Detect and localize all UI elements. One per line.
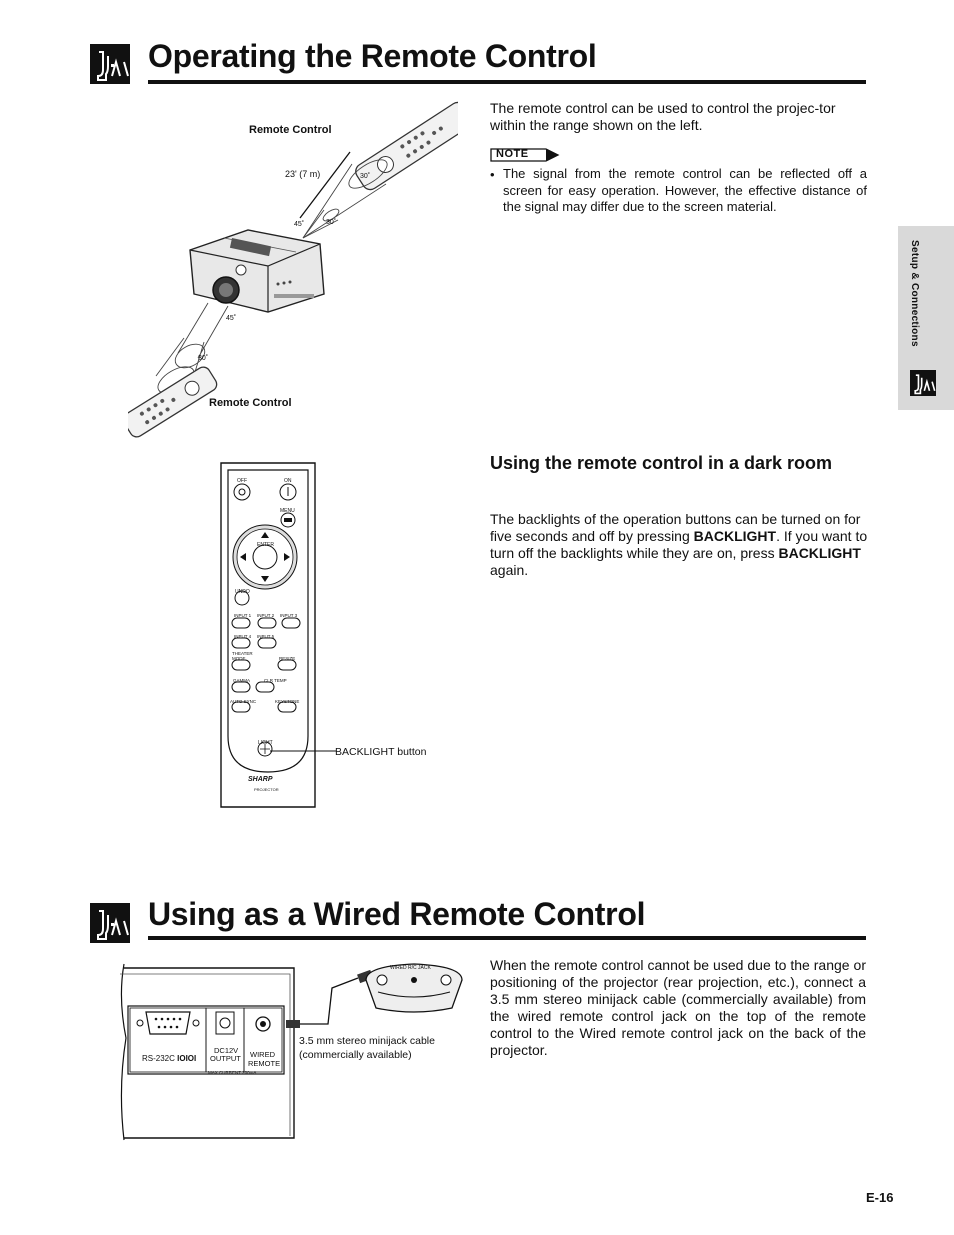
input-5-button[interactable] — [257, 637, 277, 649]
dark-room-heading: Using the remote control in a dark room — [490, 453, 833, 473]
panel-label-wired: WIRED — [250, 1050, 275, 1059]
angle-label: 30˚ — [198, 355, 209, 362]
backlight-keyword: BACKLIGHT — [778, 545, 861, 561]
rs232c-port[interactable] — [145, 1011, 191, 1035]
input-1-button[interactable] — [231, 617, 251, 629]
dark-room-text: The backlights of the operation buttons … — [490, 511, 868, 579]
backlight-callout-line — [270, 750, 336, 752]
panel-label-max-current: MAX.CURRENT 200mA — [208, 1070, 257, 1075]
remote-model-text: PROJECTOR — [254, 787, 279, 792]
cable-caption: 3.5 mm stereo minijack cable (commercial… — [299, 1035, 435, 1061]
remote-range-figure — [128, 101, 458, 438]
panel-label-output: OUTPUT — [210, 1054, 241, 1063]
wired-description: When the remote control cannot be used d… — [490, 957, 866, 1058]
undo-button[interactable] — [234, 590, 250, 606]
remote-label-input3: INPUT 3 — [280, 613, 298, 618]
section-rule — [148, 936, 866, 940]
figure-label-remote-bottom: Remote Control — [209, 397, 292, 409]
panel-label-rs232c: RS-232C IOIOI — [142, 1052, 196, 1065]
connections-section-icon — [90, 903, 130, 943]
note-badge-label: NOTE — [496, 148, 529, 160]
input-2-button[interactable] — [257, 617, 277, 629]
remote-top-jack-illustration — [365, 963, 463, 1013]
projector-illustration — [189, 229, 325, 313]
auto-sync-button[interactable] — [231, 701, 251, 713]
section-rule — [148, 80, 866, 84]
remote-control-top-illustration — [355, 101, 458, 191]
remote-label-enter: ENTER — [257, 542, 274, 548]
remote-label-resize: RESIZE — [279, 656, 296, 661]
remote-label-off: OFF — [237, 478, 247, 484]
note-badge: NOTE — [490, 148, 560, 162]
resize-button[interactable] — [277, 659, 297, 671]
off-button[interactable] — [233, 483, 251, 501]
wired-rc-jack-label: WIRED R/C JACK — [390, 965, 431, 971]
rs232c-symbol: IOIOI — [177, 1054, 197, 1063]
gamma-button[interactable] — [231, 681, 251, 693]
remote-label-input5: INPUT 5 — [257, 634, 275, 639]
remote-label-on: ON — [284, 478, 292, 484]
intro-text: The remote control can be used to contro… — [490, 100, 836, 133]
panel-label-dc12v: DC12V — [214, 1046, 239, 1055]
input-4-button[interactable] — [231, 637, 251, 649]
remote-label-input1: INPUT 1 — [234, 613, 252, 618]
angle-label: 45˚ — [226, 315, 237, 322]
side-tab-label: Setup & Connections — [909, 240, 920, 347]
remote-label-theater: THEATER MODE — [232, 651, 253, 661]
theater-mode-button[interactable] — [231, 659, 251, 671]
remote-label-keystone: KEYSTONE — [275, 699, 300, 704]
section-title-operating: Operating the Remote Control — [148, 38, 597, 74]
dark-room-text-3: again. — [490, 562, 529, 578]
note-text: The signal from the remote control can b… — [503, 166, 867, 214]
sharp-logo: SHARP — [248, 776, 273, 783]
remote-label-undo: UNDO — [235, 589, 250, 595]
angle-label: 30˚ — [326, 219, 337, 226]
connections-section-icon — [90, 44, 130, 84]
panel-label-remote: REMOTE — [248, 1059, 281, 1068]
dc12v-output-jack[interactable] — [219, 1017, 231, 1029]
remote-label-input4: INPUT 4 — [234, 634, 252, 639]
dark-room-text-1: The backlights of the operation buttons … — [490, 511, 861, 544]
projector-back-panel — [120, 963, 463, 1141]
keystone-button[interactable] — [277, 701, 297, 713]
page-number: E-16 — [866, 1190, 894, 1205]
note-bullet: • — [490, 167, 495, 182]
clr-temp-button[interactable] — [255, 681, 275, 693]
angle-label: 45˚ — [294, 221, 305, 228]
remote-label-clr-temp: CLR TEMP — [264, 678, 287, 683]
dark-room-text-2: . If you want to turn off the backlights… — [490, 528, 868, 561]
remote-label-auto-sync: AUTO SYNC — [230, 699, 257, 704]
distance-label: 23' (7 m) — [285, 169, 321, 179]
angle-label: 30˚ — [360, 173, 371, 180]
remote-label-gamma: GAMMA — [233, 678, 251, 683]
backlight-keyword: BACKLIGHT — [693, 528, 777, 544]
enter-button[interactable] — [252, 544, 278, 570]
input-3-button[interactable] — [281, 617, 301, 629]
remote-label-light: LIGHT — [258, 740, 273, 746]
rs232c-label: RS-232C — [142, 1054, 175, 1063]
section-title-wired: Using as a Wired Remote Control — [148, 896, 646, 932]
remote-control-bottom-illustration — [128, 366, 218, 438]
remote-label-input2: INPUT 2 — [257, 613, 275, 618]
remote-control-detail — [220, 462, 316, 808]
backlight-callout-label: BACKLIGHT button — [335, 746, 427, 758]
side-tab-icon — [910, 370, 936, 396]
remote-label-menu: MENU — [280, 508, 295, 514]
figure-label-remote-top: Remote Control — [249, 124, 332, 136]
